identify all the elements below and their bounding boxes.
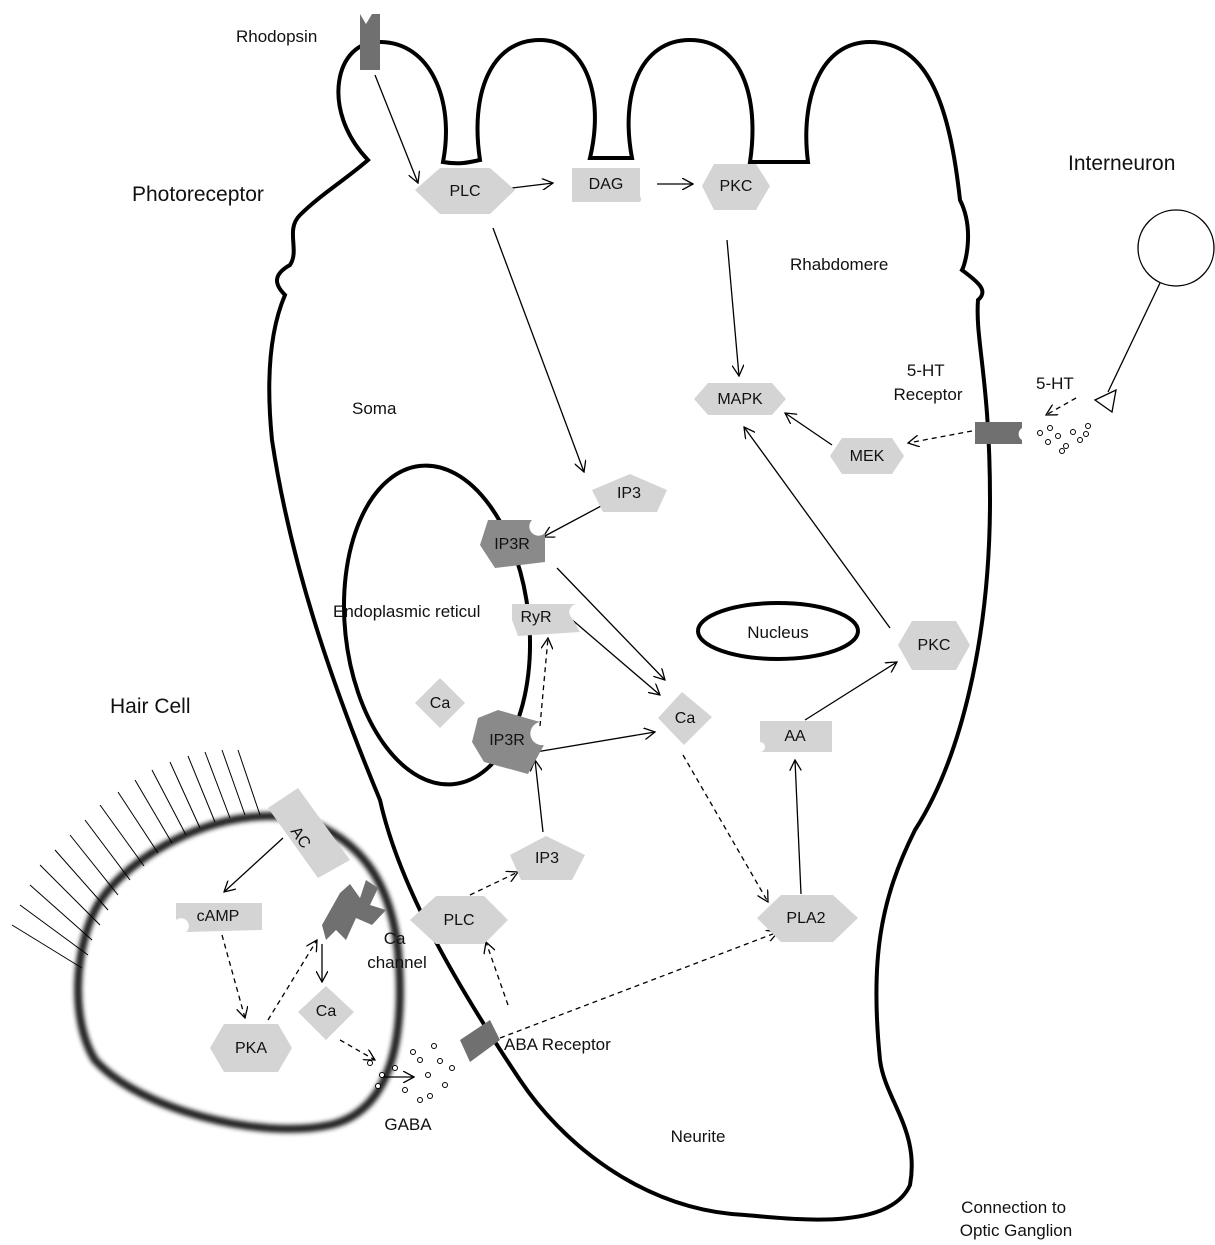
interneuron-soma: [1138, 210, 1214, 286]
neurite-label: Neurite: [671, 1127, 726, 1146]
rhabdomere-label: Rhabdomere: [790, 255, 888, 274]
camp-node: cAMP: [176, 903, 262, 932]
mek-label: MEK: [850, 448, 885, 465]
interneuron-label: Interneuron: [1068, 152, 1175, 175]
ca-channel-line2: channel: [367, 953, 427, 972]
ca-node-cyto: Ca: [658, 692, 712, 745]
connection-line1: Connection to: [961, 1198, 1066, 1217]
ca-cyto-label: Ca: [675, 710, 696, 727]
camp-label: cAMP: [197, 908, 240, 925]
hair-cell-outline: [78, 816, 400, 1129]
ryr-label: RyR: [520, 609, 551, 626]
ca-node-hair: Ca: [298, 986, 354, 1040]
plc-node-bottom: PLC: [410, 896, 508, 944]
interneuron-terminal: [1095, 390, 1116, 412]
ca-hair-label: Ca: [316, 1003, 337, 1020]
ip3r-bottom-label: IP3R: [489, 732, 525, 749]
mek-node: MEK: [830, 438, 904, 474]
ip3-bottom-label: IP3: [535, 850, 559, 867]
plc-top-label: PLC: [449, 183, 480, 200]
pla2-node: PLA2: [757, 895, 858, 942]
plc-bottom-label: PLC: [443, 912, 474, 929]
serotonin-vesicles: [1038, 424, 1091, 454]
nucleus-label: Nucleus: [747, 623, 808, 642]
rhodopsin-receptor: [360, 14, 380, 70]
ca-node-er: Ca: [415, 678, 465, 728]
pkc-top-label: PKC: [720, 178, 753, 195]
receptor-5ht-line2: Receptor: [894, 385, 963, 404]
ryr-node: RyR: [512, 604, 580, 636]
hair-cell-cilia: [12, 750, 260, 968]
pkc-node-right: PKC: [898, 621, 970, 670]
ip3r-node-bottom: IP3R: [472, 710, 544, 774]
pka-node: PKA: [210, 1024, 292, 1072]
ip3r-node-top: IP3R: [480, 520, 545, 568]
ca-channel: [322, 880, 386, 940]
serotonin-label: 5-HT: [1036, 374, 1074, 393]
pla2-label: PLA2: [786, 910, 825, 927]
pkc-right-label: PKC: [918, 637, 951, 654]
mapk-label: MAPK: [717, 391, 763, 408]
gaba-receptor-label: ABA Receptor: [504, 1035, 611, 1054]
photoreceptor-label: Photoreceptor: [132, 183, 264, 206]
ip3-top-label: IP3: [617, 485, 641, 502]
plc-node-top: PLC: [415, 168, 515, 214]
soma-label: Soma: [352, 399, 397, 418]
ip3r-top-label: IP3R: [494, 536, 530, 553]
receptor-5ht-label: 5-HT Receptor: [894, 361, 963, 404]
serotonin-receptor: [975, 422, 1022, 444]
mapk-node: MAPK: [694, 383, 786, 415]
hair-cell-label: Hair Cell: [110, 695, 191, 718]
pka-label: PKA: [235, 1040, 267, 1057]
aa-label: AA: [784, 728, 806, 745]
receptor-5ht-line1: 5-HT: [907, 361, 944, 380]
connection-label: Connection to Optic Ganglion: [960, 1198, 1072, 1240]
gaba-label: GABA: [384, 1115, 432, 1134]
ip3-node-bottom: IP3: [510, 836, 585, 880]
gaba-receptor: [455, 1020, 500, 1062]
dag-node: DAG: [572, 168, 641, 202]
interneuron-axon: [1108, 283, 1160, 392]
rhodopsin-label: Rhodopsin: [236, 27, 317, 46]
photoreceptor-outline: [269, 40, 990, 1220]
er-label: Endoplasmic reticul: [333, 602, 480, 621]
aa-node: AA: [760, 721, 832, 752]
dag-label: DAG: [589, 176, 624, 193]
ip3-node-top: IP3: [592, 474, 667, 512]
connection-line2: Optic Ganglion: [960, 1221, 1072, 1240]
pkc-node-top: PKC: [702, 164, 770, 210]
ca-er-label: Ca: [430, 695, 451, 712]
ca-channel-line1: Ca: [384, 929, 406, 948]
